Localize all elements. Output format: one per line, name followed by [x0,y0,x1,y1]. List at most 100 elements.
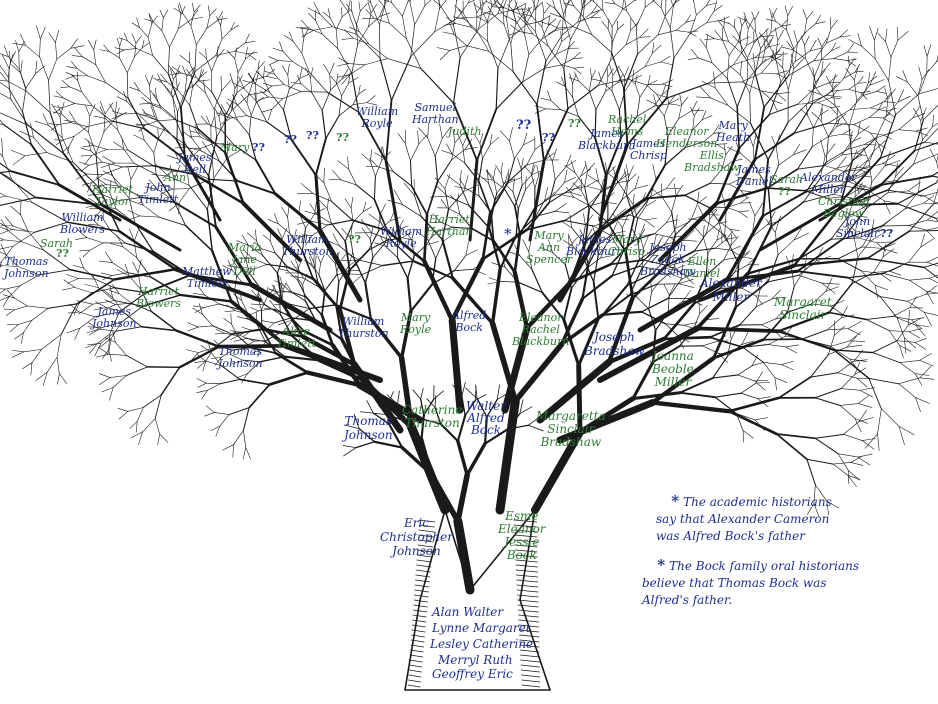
twig [0,119,4,125]
twig [656,93,662,103]
twig [311,264,320,275]
twig [1,245,14,263]
person-thomas-johnson-gen5: Thomas Johnson [4,255,49,280]
twig [700,86,711,99]
twig [488,227,502,270]
twig [512,191,519,210]
twig [260,301,272,310]
twig [817,97,832,104]
twig [118,410,129,420]
twig [287,266,314,280]
twig [247,52,258,55]
twig [747,257,756,266]
twig [112,330,116,343]
twig [712,338,765,360]
twig [399,309,413,360]
twig [87,326,102,329]
twig [113,267,177,281]
twig [242,359,261,363]
twig [856,377,868,388]
twig [648,291,652,310]
twig [573,71,580,82]
twig [31,308,49,321]
twig [207,383,221,391]
twig [597,325,701,383]
twig [567,84,599,110]
twig [585,214,594,226]
twig [78,311,96,318]
twig [64,120,77,123]
twig [66,273,79,279]
twig [491,0,498,8]
person-william-thurston-gen3: William Thurston [338,315,389,340]
twig [848,223,856,232]
twig [732,35,741,44]
person-james-blackburn-gen5: James Blackburn [578,127,636,152]
twig [623,53,639,90]
twig [456,414,467,443]
twig [411,629,426,633]
twig [716,221,728,225]
footnote-text: The academic historians say that Alexand… [656,495,832,543]
twig [177,4,182,16]
twig [488,50,514,72]
twig [159,433,169,443]
twig [583,258,595,283]
twig [786,303,813,313]
twig [531,170,542,176]
twig [95,353,110,358]
twig [883,273,910,281]
twig [825,136,829,163]
twig [693,0,697,16]
twig [486,398,498,418]
twig [210,117,215,128]
twig [874,58,889,81]
twig [526,159,545,166]
twig [518,629,540,633]
twig [514,544,538,548]
twig [754,132,795,161]
twig [216,49,225,58]
twig [148,14,153,25]
twig [874,285,889,291]
twig [277,60,293,62]
twig [778,154,794,166]
twig [377,166,394,172]
twig [148,12,154,22]
twig [456,16,478,19]
twig [820,93,836,107]
twig [205,92,215,110]
twig [730,236,739,246]
twig [321,109,327,140]
twig [189,62,197,78]
twig [485,169,494,179]
twig [904,337,917,349]
twig [668,95,675,104]
twig [370,4,378,14]
twig [722,40,730,56]
twig [336,73,339,84]
twig [232,94,238,105]
twig [725,214,765,282]
twig [444,174,451,190]
twig [920,238,934,248]
twig [740,196,750,204]
twig [839,29,848,38]
twig [922,126,933,141]
twig [563,67,569,110]
twig [70,38,78,49]
twig [811,303,832,307]
person-alfred-bock: Alfred Bock [452,309,487,334]
twig [373,17,390,24]
twig [787,5,793,17]
twig [591,9,602,14]
twig [490,211,495,242]
twig [754,380,766,391]
twig [644,61,661,67]
twig [625,164,629,178]
twig [91,105,112,122]
twig [626,97,668,146]
twig [239,378,271,386]
person-alan-walter: Alan Walter [432,605,504,619]
twig [213,142,235,146]
